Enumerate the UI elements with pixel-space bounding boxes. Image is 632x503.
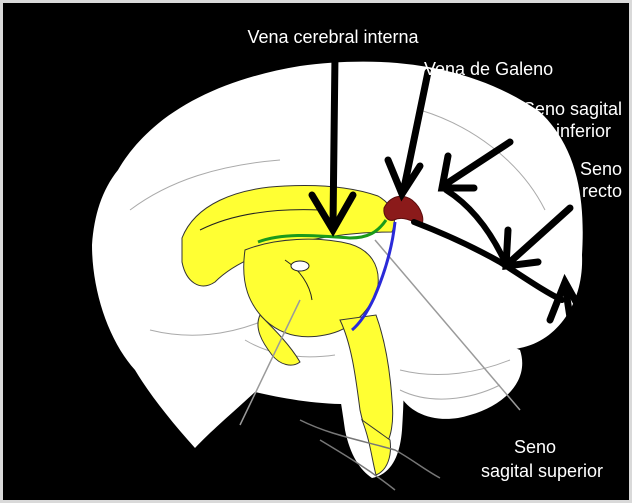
label-vena-de-galeno: Vena de Galeno bbox=[424, 58, 553, 80]
label-seno-sagital-inferior-line1: Seno sagital bbox=[478, 98, 622, 120]
label-vena-cerebral-interna: Vena cerebral interna bbox=[228, 26, 438, 48]
label-seno-sagital-inferior-line2: inferior bbox=[478, 120, 611, 142]
cerebellum bbox=[395, 335, 522, 418]
arrow-vena-cerebral-interna bbox=[333, 55, 335, 225]
label-seno-recto-line1: Seno bbox=[540, 158, 622, 180]
label-seno-sagital-superior-line2: sagital superior bbox=[462, 460, 622, 482]
label-seno-recto-line2: recto bbox=[540, 180, 622, 202]
label-seno-sagital-superior-line1: Seno bbox=[470, 436, 600, 458]
